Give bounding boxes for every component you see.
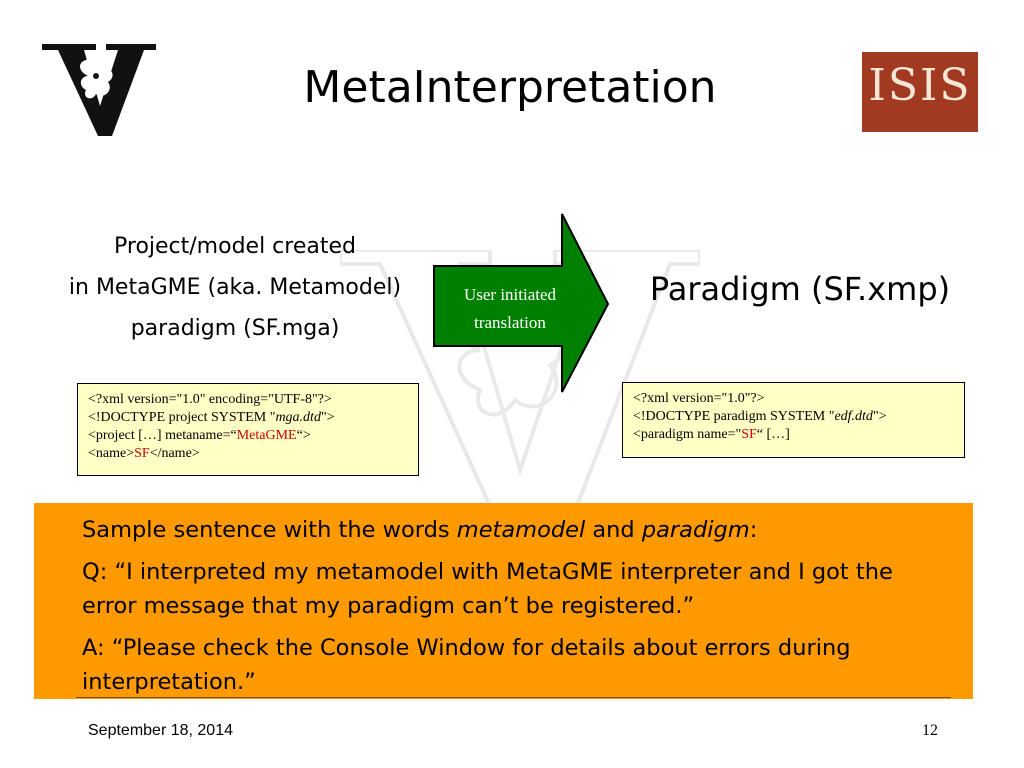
xml-snippet-xmp: <?xml version="1.0"?> <!DOCTYPE paradigm… <box>622 382 965 458</box>
xml-line: <name>SF</name> <box>88 446 200 461</box>
xml-line: <?xml version="1.0" encoding="UTF-8"?> <box>88 392 332 407</box>
left-caption-line: Project/model created <box>114 234 356 259</box>
faq-box: Sample sentence with the words metamodel… <box>34 503 973 699</box>
question-text: Q: “I interpreted my metamodel with Meta… <box>82 559 893 619</box>
answer-text: A: “Please check the Console Window for … <box>82 635 851 695</box>
slide-title: MetaInterpretation <box>303 62 717 113</box>
xml-line: <project […] metaname=“MetaGME“> <box>88 428 311 443</box>
arrow-label-line: User initiated <box>463 285 557 304</box>
arrow-label: User initiated translation <box>436 281 584 337</box>
xml-line: <!DOCTYPE paradigm SYSTEM "edf.dtd"> <box>633 409 887 424</box>
left-caption: Project/model created in MetaGME (aka. M… <box>20 226 450 349</box>
xml-snippet-mga: <?xml version="1.0" encoding="UTF-8"?> <… <box>77 383 419 476</box>
page-number: 12 <box>922 722 938 739</box>
arrow-label-line: translation <box>474 313 546 332</box>
right-caption: Paradigm (SF.xmp) <box>649 270 951 308</box>
isis-logo-text: ISIS <box>868 60 972 111</box>
divider <box>76 697 951 698</box>
vanderbilt-v-logo <box>42 44 156 136</box>
faq-text: Sample sentence with the words metamodel… <box>82 513 952 707</box>
isis-logo: ISIS <box>862 52 978 132</box>
xml-line: <?xml version="1.0"?> <box>633 391 765 406</box>
translation-arrow <box>433 213 610 393</box>
left-caption-line: paradigm (SF.mga) <box>130 316 340 341</box>
left-caption-line: in MetaGME (aka. Metamodel) <box>68 275 402 300</box>
sample-sentence: Sample sentence with the words metamodel… <box>82 517 758 543</box>
footer-date: September 18, 2014 <box>88 722 233 739</box>
xml-line: <!DOCTYPE project SYSTEM "mga.dtd"> <box>88 410 335 425</box>
xml-line: <paradigm name="SF“ […] <box>633 427 790 442</box>
